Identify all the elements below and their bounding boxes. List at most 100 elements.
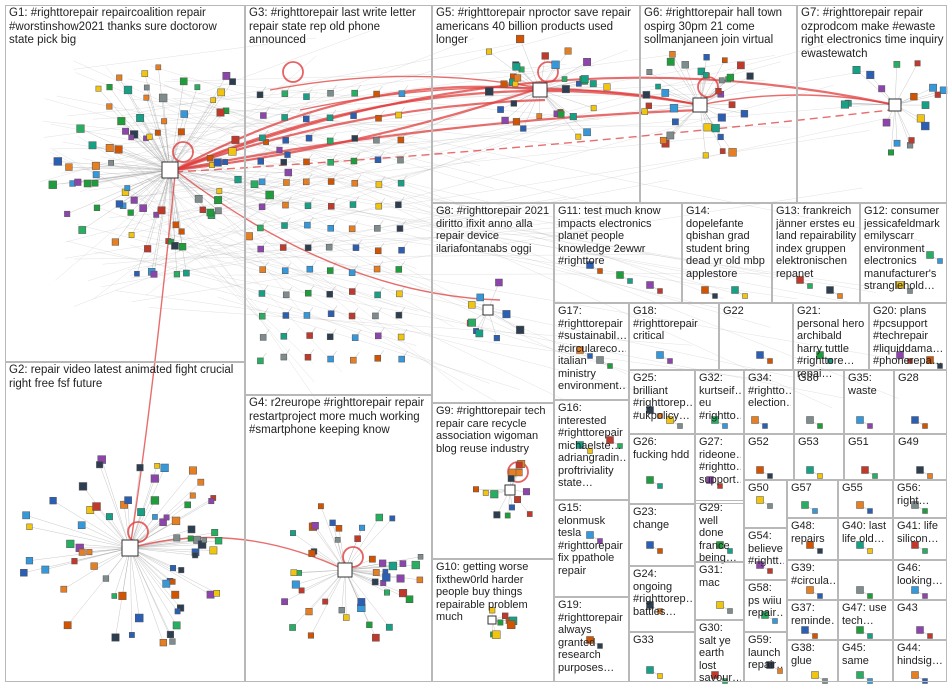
g5-hub-node <box>532 82 548 98</box>
long-edge <box>123 136 717 198</box>
g7-node <box>893 61 901 68</box>
group-label-g56: G56: right… <box>897 482 930 507</box>
group-box-g49: G49 <box>894 434 947 480</box>
g4-node <box>372 633 380 642</box>
small-group-node <box>712 293 718 299</box>
g1-edge <box>169 169 289 173</box>
g1-edge <box>169 169 176 246</box>
small-group-node <box>657 608 663 614</box>
g1-node <box>153 211 160 218</box>
g1-node <box>106 84 113 91</box>
long-edge <box>170 157 771 328</box>
group-box-g40: G40: last life old… <box>838 518 893 560</box>
g5-node <box>576 81 582 87</box>
g5-node <box>583 58 591 66</box>
small-group-node <box>872 473 878 479</box>
group-label-g1: G1: #righttorepair repaircoalition repai… <box>9 7 217 46</box>
g1-node <box>146 133 153 140</box>
g7-node <box>910 92 918 101</box>
g3-node <box>326 333 334 341</box>
g3-node <box>259 334 267 341</box>
group-label-g25: G25: brilliant #righttorep… #ukpolicy… <box>633 372 692 422</box>
g1-node <box>150 270 158 278</box>
g9-node <box>482 489 489 496</box>
group-box-g55: G55 <box>838 480 893 518</box>
g6-node <box>646 69 653 75</box>
g2-node <box>86 549 93 556</box>
g7-node <box>914 60 921 67</box>
g3-node <box>304 244 312 251</box>
g3-node <box>351 334 359 341</box>
g3-node <box>325 243 333 251</box>
g8-node <box>516 325 525 334</box>
g3-node <box>258 290 266 297</box>
group-label-g39: G39: #circula… <box>791 562 835 587</box>
group-box-g50: G50 <box>744 480 787 528</box>
long-edge <box>172 184 877 288</box>
g4-node <box>281 598 288 606</box>
g2-edge <box>26 515 131 549</box>
small-group-node <box>907 358 913 364</box>
g3-node <box>304 289 312 297</box>
g1-node <box>222 72 231 80</box>
g4-node <box>366 621 373 628</box>
small-group-node <box>722 423 728 429</box>
g2-node <box>96 461 104 469</box>
g9-node <box>522 488 530 496</box>
g1-node <box>106 103 113 110</box>
g2-edge <box>129 547 164 643</box>
g1-node <box>284 151 291 158</box>
long-edge <box>205 104 495 189</box>
g1-node <box>178 243 187 251</box>
g4-edge <box>292 569 346 628</box>
long-edge <box>171 78 600 120</box>
small-group-node <box>937 363 943 369</box>
g5-node <box>485 48 493 55</box>
g6-node <box>728 148 737 157</box>
g1-node <box>206 208 215 217</box>
g9-node <box>473 486 479 493</box>
g2-edge <box>29 526 131 549</box>
group-box-g51: G51 <box>844 434 894 480</box>
g3-node <box>395 311 403 319</box>
group-box-g25: G25: brilliant #righttorep… #ukpolicy… <box>629 370 695 434</box>
group-label-g36: G36 <box>798 372 819 384</box>
g7-node <box>908 137 915 144</box>
g3-node <box>398 246 405 254</box>
small-group-node <box>861 466 869 474</box>
group-label-g55: G55 <box>842 482 863 494</box>
g5-node <box>551 60 560 69</box>
g5-node <box>590 105 597 112</box>
small-group-node <box>716 601 724 609</box>
g1-node <box>157 206 166 215</box>
group-box-g35: G35: waste <box>844 370 894 434</box>
g1-node <box>91 161 100 170</box>
g6-node <box>711 124 720 133</box>
g2-edge <box>99 464 131 549</box>
small-group-node <box>856 671 864 679</box>
g1-node <box>53 157 63 166</box>
g3-node <box>351 135 359 142</box>
g3-node <box>282 137 289 144</box>
g3-node <box>302 178 310 186</box>
g3-node <box>351 89 358 97</box>
group-box-g13: G13: frankreich jänner erstes eu land re… <box>772 203 860 303</box>
small-group-node <box>927 633 933 639</box>
long-edge <box>217 296 521 390</box>
small-group-node <box>756 496 764 504</box>
g6-node <box>666 131 675 140</box>
group-box-g59: G59: launch repair… <box>744 632 787 682</box>
small-group-node <box>767 568 773 574</box>
g1-node <box>155 64 162 71</box>
small-group-node <box>607 363 613 369</box>
g2-node <box>78 548 86 556</box>
small-group-node <box>922 548 928 554</box>
g10-node <box>506 620 516 629</box>
g7-node <box>882 118 891 127</box>
group-label-g3: G3: #righttorepair last write letter rep… <box>249 7 416 46</box>
small-group-node <box>667 358 673 364</box>
inter-group-red-edge <box>174 89 701 172</box>
g6-node <box>746 72 754 80</box>
g3-node <box>279 244 287 251</box>
group-box-g46: G46: looking… <box>893 560 947 600</box>
